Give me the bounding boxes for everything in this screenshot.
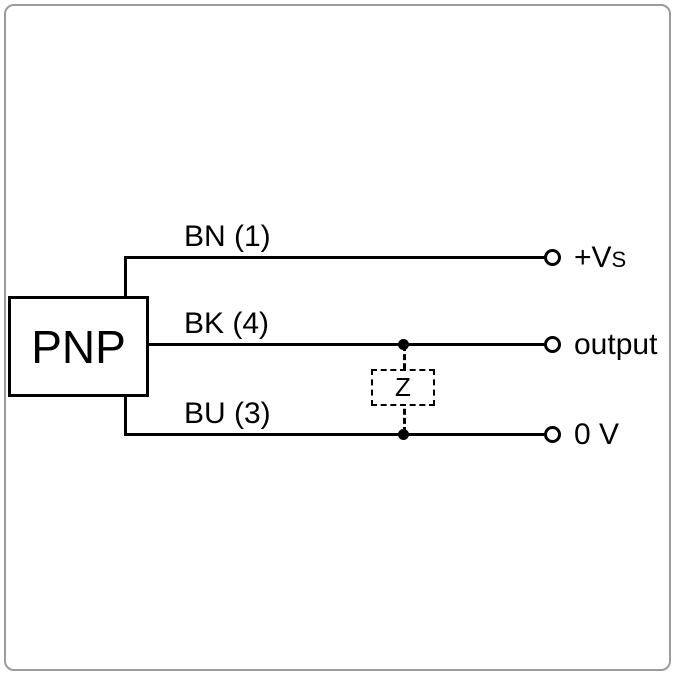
pin-label-bu: BU (3) xyxy=(184,397,271,430)
terminal-label-vs: +VS xyxy=(574,240,626,278)
wire-bu xyxy=(124,433,546,436)
pin-label-bn: BN (1) xyxy=(184,220,271,253)
device-label: PNP xyxy=(31,320,126,373)
wire-bn xyxy=(124,256,546,259)
terminal-label-vs-sub: S xyxy=(611,247,627,272)
terminal-output xyxy=(544,336,561,353)
terminal-0v xyxy=(544,426,561,443)
terminal-label-0v-main: 0 V xyxy=(574,418,620,451)
device-box: PNP xyxy=(8,296,149,397)
wire-bk xyxy=(147,343,546,346)
wire-bu-drop xyxy=(124,395,127,436)
wire-bn-riser xyxy=(124,256,127,298)
terminal-label-output: output xyxy=(574,327,657,365)
terminal-label-vs-main: +V xyxy=(574,241,612,274)
terminal-label-output-main: output xyxy=(574,328,658,361)
load-box: Z xyxy=(371,369,435,406)
pin-label-bk: BK (4) xyxy=(184,307,270,340)
load-label: Z xyxy=(395,372,411,402)
terminal-vs xyxy=(544,249,561,266)
junction-dot-bk xyxy=(398,339,409,350)
junction-dot-bu xyxy=(398,429,409,440)
terminal-label-0v: 0 V xyxy=(574,417,619,455)
